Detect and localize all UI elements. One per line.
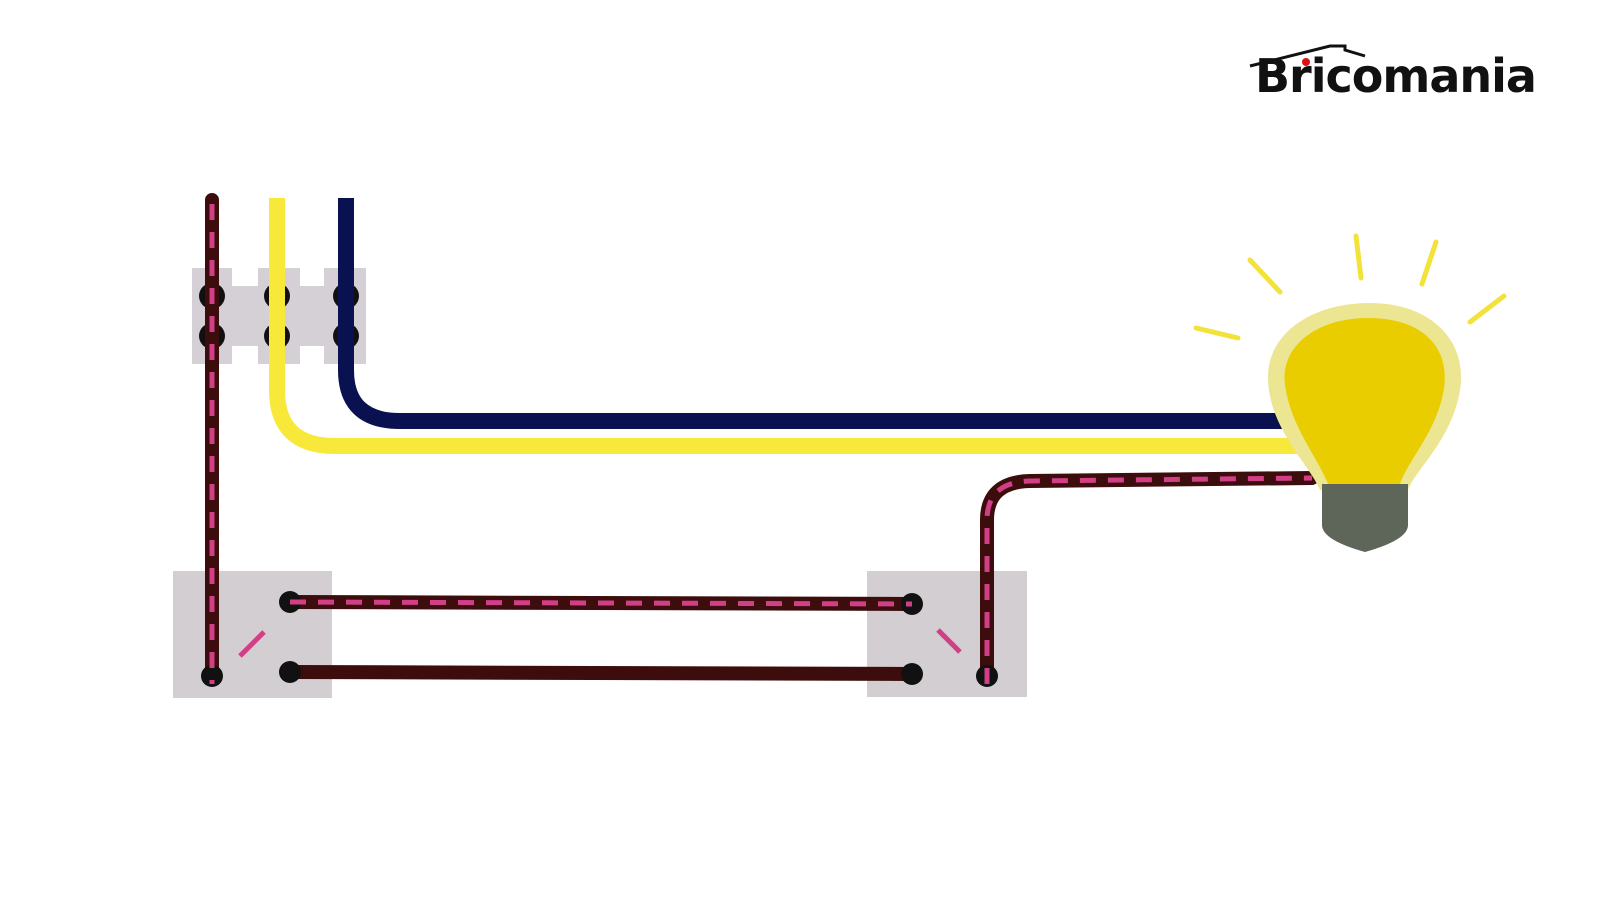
bricomania-logo: Bricomania [1249,44,1537,103]
logo-roof-icon [1249,44,1366,68]
neutral-wire [338,198,1290,429]
light-bulb-icon [1267,303,1462,552]
current-path [209,204,1313,684]
logo-text: Bricomania [1255,49,1536,103]
switched-live-wire [980,471,1319,683]
earth-wire [269,198,1300,454]
light-rays [1193,233,1507,341]
logo-dot-icon [1302,58,1310,66]
traveler-wire-bottom [283,665,919,681]
